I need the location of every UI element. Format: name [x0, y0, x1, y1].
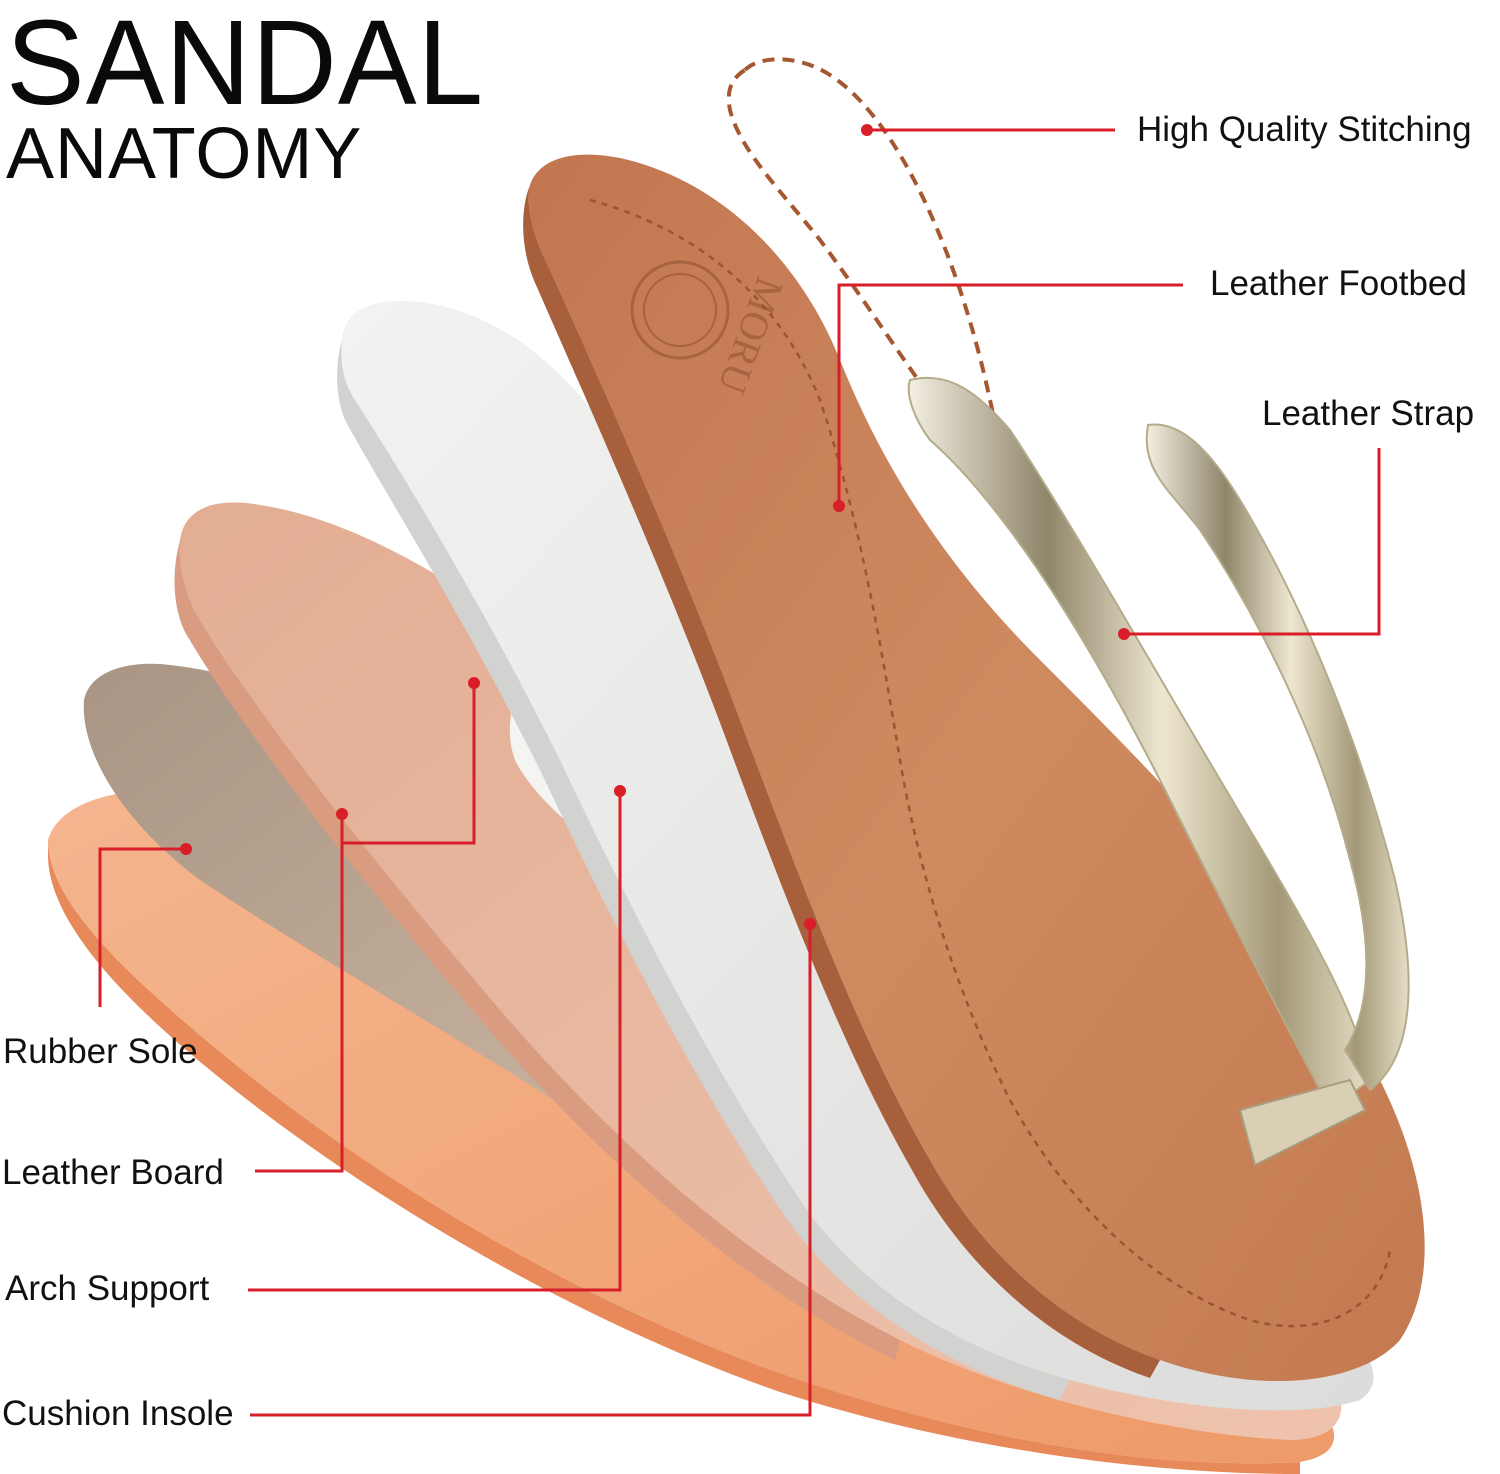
dot-footbed	[833, 500, 845, 512]
dot-arch-support	[614, 785, 626, 797]
callout-line-leather-board-down	[255, 814, 344, 1173]
title-anatomy: ANATOMY	[6, 114, 363, 194]
dot-strap	[1118, 628, 1130, 640]
dot-cushion-insole	[804, 918, 816, 930]
dot-stitching	[861, 124, 873, 136]
dot-cork	[468, 677, 480, 689]
rubber-sole-edge	[48, 840, 1300, 1474]
label-leather-strap: Leather Strap	[1262, 394, 1475, 433]
leather-strap-right	[1145, 423, 1410, 1092]
callout-line-cushion-insole	[250, 924, 812, 1417]
callout-line-footbed	[837, 283, 1183, 506]
title-sandal: SANDAL	[6, 0, 485, 131]
callout-line-leather-board	[342, 683, 476, 845]
label-leather-board: Leather Board	[2, 1153, 224, 1192]
callout-line-strap	[1124, 448, 1381, 636]
label-cushion-insole: Cushion Insole	[2, 1394, 234, 1433]
callout-dots	[180, 124, 1130, 930]
label-leather-footbed: Leather Footbed	[1210, 264, 1467, 303]
label-high-quality-stitching: High Quality Stitching	[1137, 110, 1472, 149]
callout-lines	[98, 128, 1381, 1417]
callout-line-rubber-sole	[98, 847, 186, 1007]
leather-footbed-layer	[528, 154, 1425, 1382]
dot-leather-board	[336, 808, 348, 820]
strap-toe-post	[1238, 1078, 1367, 1167]
footbed-stitching-line	[589, 198, 1392, 1328]
callout-line-arch-support	[248, 791, 622, 1292]
label-rubber-sole: Rubber Sole	[3, 1032, 198, 1071]
label-arch-support: Arch Support	[5, 1269, 210, 1308]
dot-rubber-sole	[180, 843, 192, 855]
